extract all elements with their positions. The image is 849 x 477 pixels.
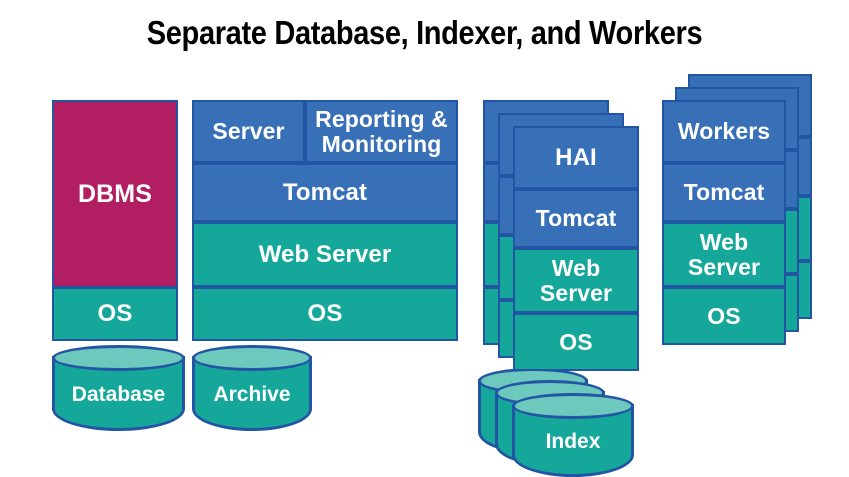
- layer-dbms[interactable]: DBMS: [52, 100, 178, 288]
- layer-server[interactable]: Server: [192, 100, 305, 163]
- layer-hai[interactable]: HAI: [513, 126, 639, 189]
- layer-reporting-monitoring[interactable]: Reporting & Monitoring: [305, 100, 458, 163]
- layer-web-server[interactable]: Web Server: [192, 222, 458, 287]
- layer-os[interactable]: OS: [192, 287, 458, 341]
- storage-label: Database: [71, 383, 166, 406]
- storage-label: Archive: [213, 383, 291, 406]
- layer-os[interactable]: OS: [662, 287, 786, 345]
- cylinder-top-ellipse: [512, 393, 634, 419]
- layer-os[interactable]: OS: [513, 313, 639, 371]
- storage-database[interactable]: Database: [52, 345, 185, 431]
- cylinder-body: [192, 356, 312, 431]
- layer-web-server[interactable]: Web Server: [513, 248, 639, 313]
- cylinder-top-ellipse: [52, 345, 185, 371]
- layer-web-server[interactable]: Web Server: [662, 222, 786, 287]
- page-title: Separate Database, Indexer, and Workers: [146, 14, 703, 51]
- cylinder-top-ellipse: [192, 345, 312, 371]
- layer-tomcat[interactable]: Tomcat: [513, 189, 639, 248]
- storage-index[interactable]: Index: [512, 393, 634, 477]
- storage-archive[interactable]: Archive: [192, 345, 312, 431]
- storage-label: Index: [545, 430, 601, 453]
- layer-os[interactable]: OS: [52, 287, 178, 341]
- layer-tomcat[interactable]: Tomcat: [192, 163, 458, 222]
- layer-workers[interactable]: Workers: [662, 100, 786, 163]
- layer-tomcat[interactable]: Tomcat: [662, 163, 786, 222]
